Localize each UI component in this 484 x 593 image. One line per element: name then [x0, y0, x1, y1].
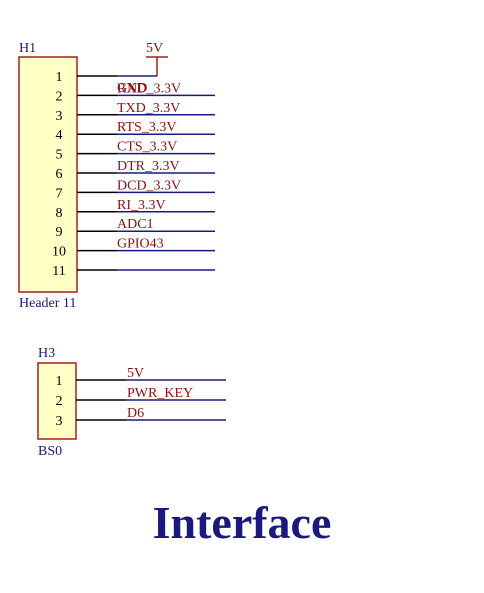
h1-pin-number: 6 — [56, 167, 63, 182]
h1-pin-number: 8 — [56, 206, 63, 221]
h1-pin-number: 10 — [52, 245, 66, 260]
h3-net-label: PWR_KEY — [127, 386, 193, 401]
h1-net-label: GPIO43 — [117, 237, 164, 252]
h1-pin-number: 2 — [56, 89, 63, 104]
page-title: Interface — [152, 497, 332, 548]
power-symbol-label: 5V — [146, 41, 163, 56]
h3-net-label: 5V — [127, 366, 144, 381]
h3-pin-number: 3 — [56, 414, 63, 429]
h1-pin-number: 1 — [56, 70, 63, 85]
h1-net-label: RXD_3.3V — [117, 81, 181, 96]
h3-net-label: D6 — [127, 406, 144, 421]
h1-net-label: RI_3.3V — [117, 198, 166, 213]
h3-pin-number: 2 — [56, 394, 63, 409]
h1-pin-number: 7 — [56, 186, 63, 201]
h1-ref-label: H1 — [19, 41, 36, 56]
h3-body — [37, 362, 77, 440]
h1-pin-number: 3 — [56, 109, 63, 124]
h1-net-label: ADC1 — [117, 217, 154, 232]
h1-name-label: Header 11 — [19, 296, 76, 311]
h1-body — [18, 56, 78, 293]
h3-name-label: BS0 — [38, 444, 62, 459]
h1-net-label: CTS_3.3V — [117, 140, 177, 155]
h1-pin-number: 9 — [56, 225, 63, 240]
h1-net-label: RTS_3.3V — [117, 120, 176, 135]
h1-net-label: GND — [117, 81, 147, 96]
h3-pin-number: 1 — [56, 374, 63, 389]
h1-net-label: DTR_3.3V — [117, 159, 180, 174]
h1-pin-number: 11 — [52, 264, 65, 279]
h3-ref-label: H3 — [38, 346, 55, 361]
h1-net-label: TXD_3.3V — [117, 101, 180, 116]
h1-pin-number: 4 — [56, 128, 63, 143]
h1-pin-number: 5 — [56, 148, 63, 163]
h1-net-label: DCD_3.3V — [117, 178, 181, 193]
